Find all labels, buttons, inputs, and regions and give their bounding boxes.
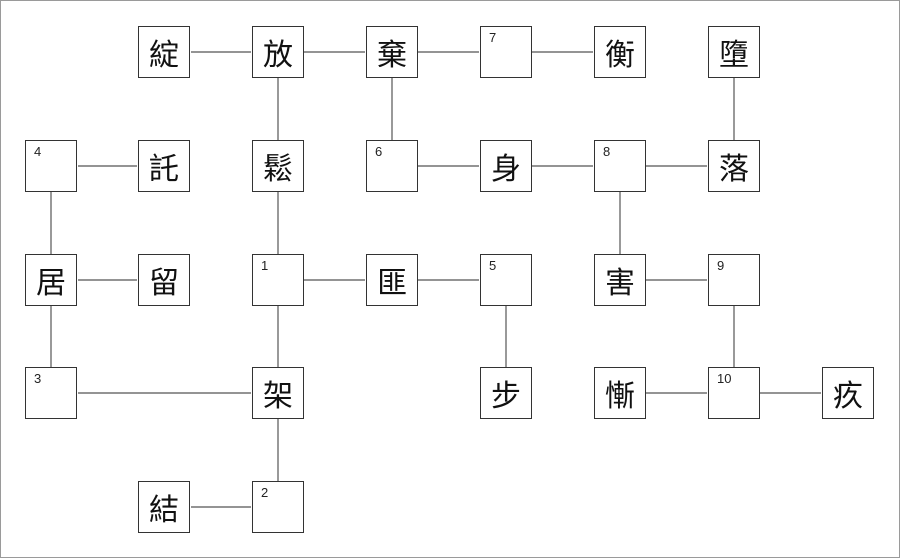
cell-char: 墮 (719, 38, 749, 73)
cell-char: 步 (491, 379, 521, 414)
char-cell: 衡 (594, 26, 646, 78)
char-cell: 留 (138, 254, 190, 306)
char-cell: 綻 (138, 26, 190, 78)
char-cell: 鬆 (252, 140, 304, 192)
char-cell: 匪 (366, 254, 418, 306)
cell-char: 衡 (605, 38, 635, 73)
blank-cell[interactable]: 4 (25, 140, 77, 192)
blank-cell[interactable]: 7 (480, 26, 532, 78)
char-cell: 慚 (594, 367, 646, 419)
cell-char: 結 (149, 493, 179, 528)
cell-char: 鬆 (263, 152, 293, 187)
char-cell: 墮 (708, 26, 760, 78)
char-cell: 身 (480, 140, 532, 192)
cell-char: 害 (605, 266, 635, 301)
cell-number: 9 (717, 258, 725, 273)
blank-cell[interactable]: 2 (252, 481, 304, 533)
char-cell: 落 (708, 140, 760, 192)
cell-char: 居 (36, 266, 66, 301)
cell-number: 4 (34, 144, 42, 159)
char-cell: 結 (138, 481, 190, 533)
cell-char: 託 (149, 152, 179, 187)
cell-number: 5 (489, 258, 497, 273)
cell-number: 8 (603, 144, 611, 159)
blank-cell[interactable]: 5 (480, 254, 532, 306)
cell-number: 2 (261, 485, 269, 500)
char-cell: 棄 (366, 26, 418, 78)
cell-char: 疚 (833, 379, 863, 414)
char-cell: 居 (25, 254, 77, 306)
cell-char: 慚 (605, 379, 635, 414)
char-cell: 放 (252, 26, 304, 78)
blank-cell[interactable]: 8 (594, 140, 646, 192)
cell-number: 7 (489, 30, 497, 45)
cell-char: 匪 (377, 266, 407, 301)
cell-number: 1 (261, 258, 269, 273)
blank-cell[interactable]: 1 (252, 254, 304, 306)
cell-char: 留 (149, 266, 179, 301)
char-cell: 架 (252, 367, 304, 419)
cell-char: 身 (491, 152, 521, 187)
cell-char: 落 (719, 152, 749, 187)
char-cell: 託 (138, 140, 190, 192)
cell-number: 10 (717, 371, 732, 386)
cell-char: 綻 (149, 38, 179, 73)
blank-cell[interactable]: 3 (25, 367, 77, 419)
char-cell: 步 (480, 367, 532, 419)
cell-char: 架 (263, 379, 293, 414)
cell-number: 3 (34, 371, 42, 386)
cell-char: 棄 (377, 38, 407, 73)
blank-cell[interactable]: 9 (708, 254, 760, 306)
blank-cell[interactable]: 10 (708, 367, 760, 419)
char-cell: 害 (594, 254, 646, 306)
blank-cell[interactable]: 6 (366, 140, 418, 192)
char-cell: 疚 (822, 367, 874, 419)
cell-number: 6 (375, 144, 383, 159)
cell-char: 放 (263, 38, 293, 73)
